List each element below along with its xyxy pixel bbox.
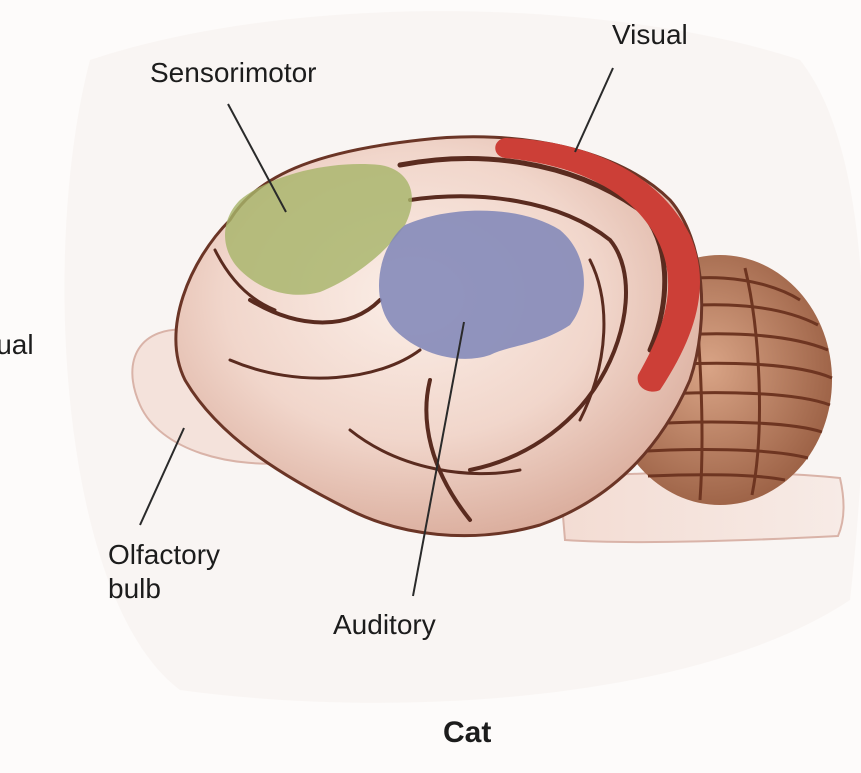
visual-label: Visual <box>612 18 688 52</box>
figure-caption: Cat <box>443 716 491 750</box>
auditory-label: Auditory <box>333 608 436 642</box>
visual-cropped-label: isual <box>0 328 34 362</box>
olfactory-bulb-label: Olfactory bulb <box>108 538 278 606</box>
sensorimotor-label: Sensorimotor <box>150 56 317 90</box>
